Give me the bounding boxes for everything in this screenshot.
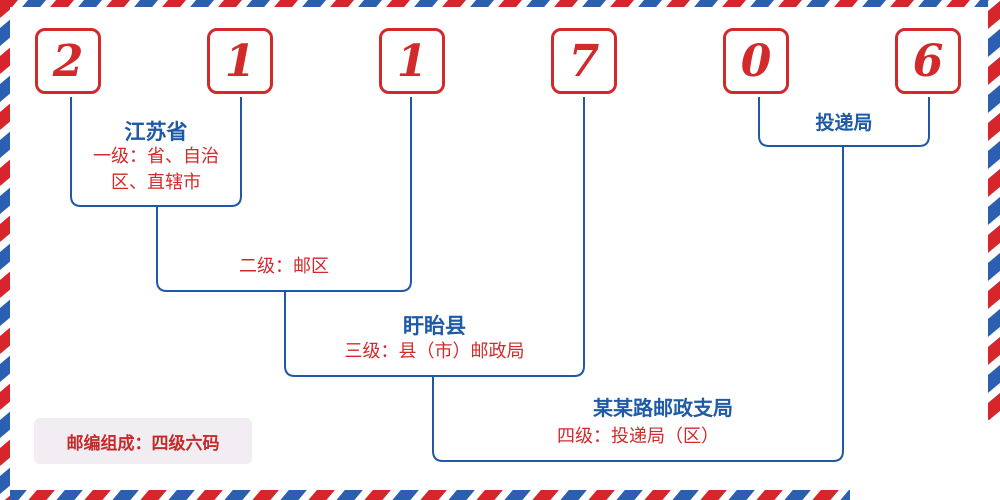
county-name: 盱眙县 bbox=[403, 313, 466, 338]
border-left bbox=[0, 0, 10, 500]
postcode-digit-1: 2 bbox=[35, 28, 101, 94]
branch-name: 某某路邮政支局 bbox=[593, 396, 733, 420]
branch-level-desc: 四级：投递局（区） bbox=[557, 426, 719, 447]
connector-delivery bbox=[758, 97, 930, 147]
delivery-office-name: 投递局 bbox=[815, 112, 873, 134]
postcode-digit-3: 1 bbox=[379, 28, 445, 94]
postcode-digit-5: 0 bbox=[723, 28, 789, 94]
connector-branch bbox=[432, 146, 844, 462]
postcode-digit-4: 7 bbox=[551, 28, 617, 94]
postcode-digit-6: 6 bbox=[895, 28, 961, 94]
county-level-desc: 三级：县（市）邮政局 bbox=[344, 341, 525, 362]
province-level-desc: 一级：省、自治区、直辖市 bbox=[93, 146, 219, 193]
border-top bbox=[0, 0, 1000, 7]
border-right bbox=[988, 0, 1000, 420]
border-bottom bbox=[0, 490, 850, 500]
district-level-desc: 二级：邮区 bbox=[239, 256, 329, 277]
postcode-structure-caption: 邮编组成：四级六码 bbox=[34, 418, 252, 464]
connector-county bbox=[284, 97, 585, 377]
postcode-digit-2: 1 bbox=[207, 28, 273, 94]
province-name: 江苏省 bbox=[124, 119, 188, 144]
